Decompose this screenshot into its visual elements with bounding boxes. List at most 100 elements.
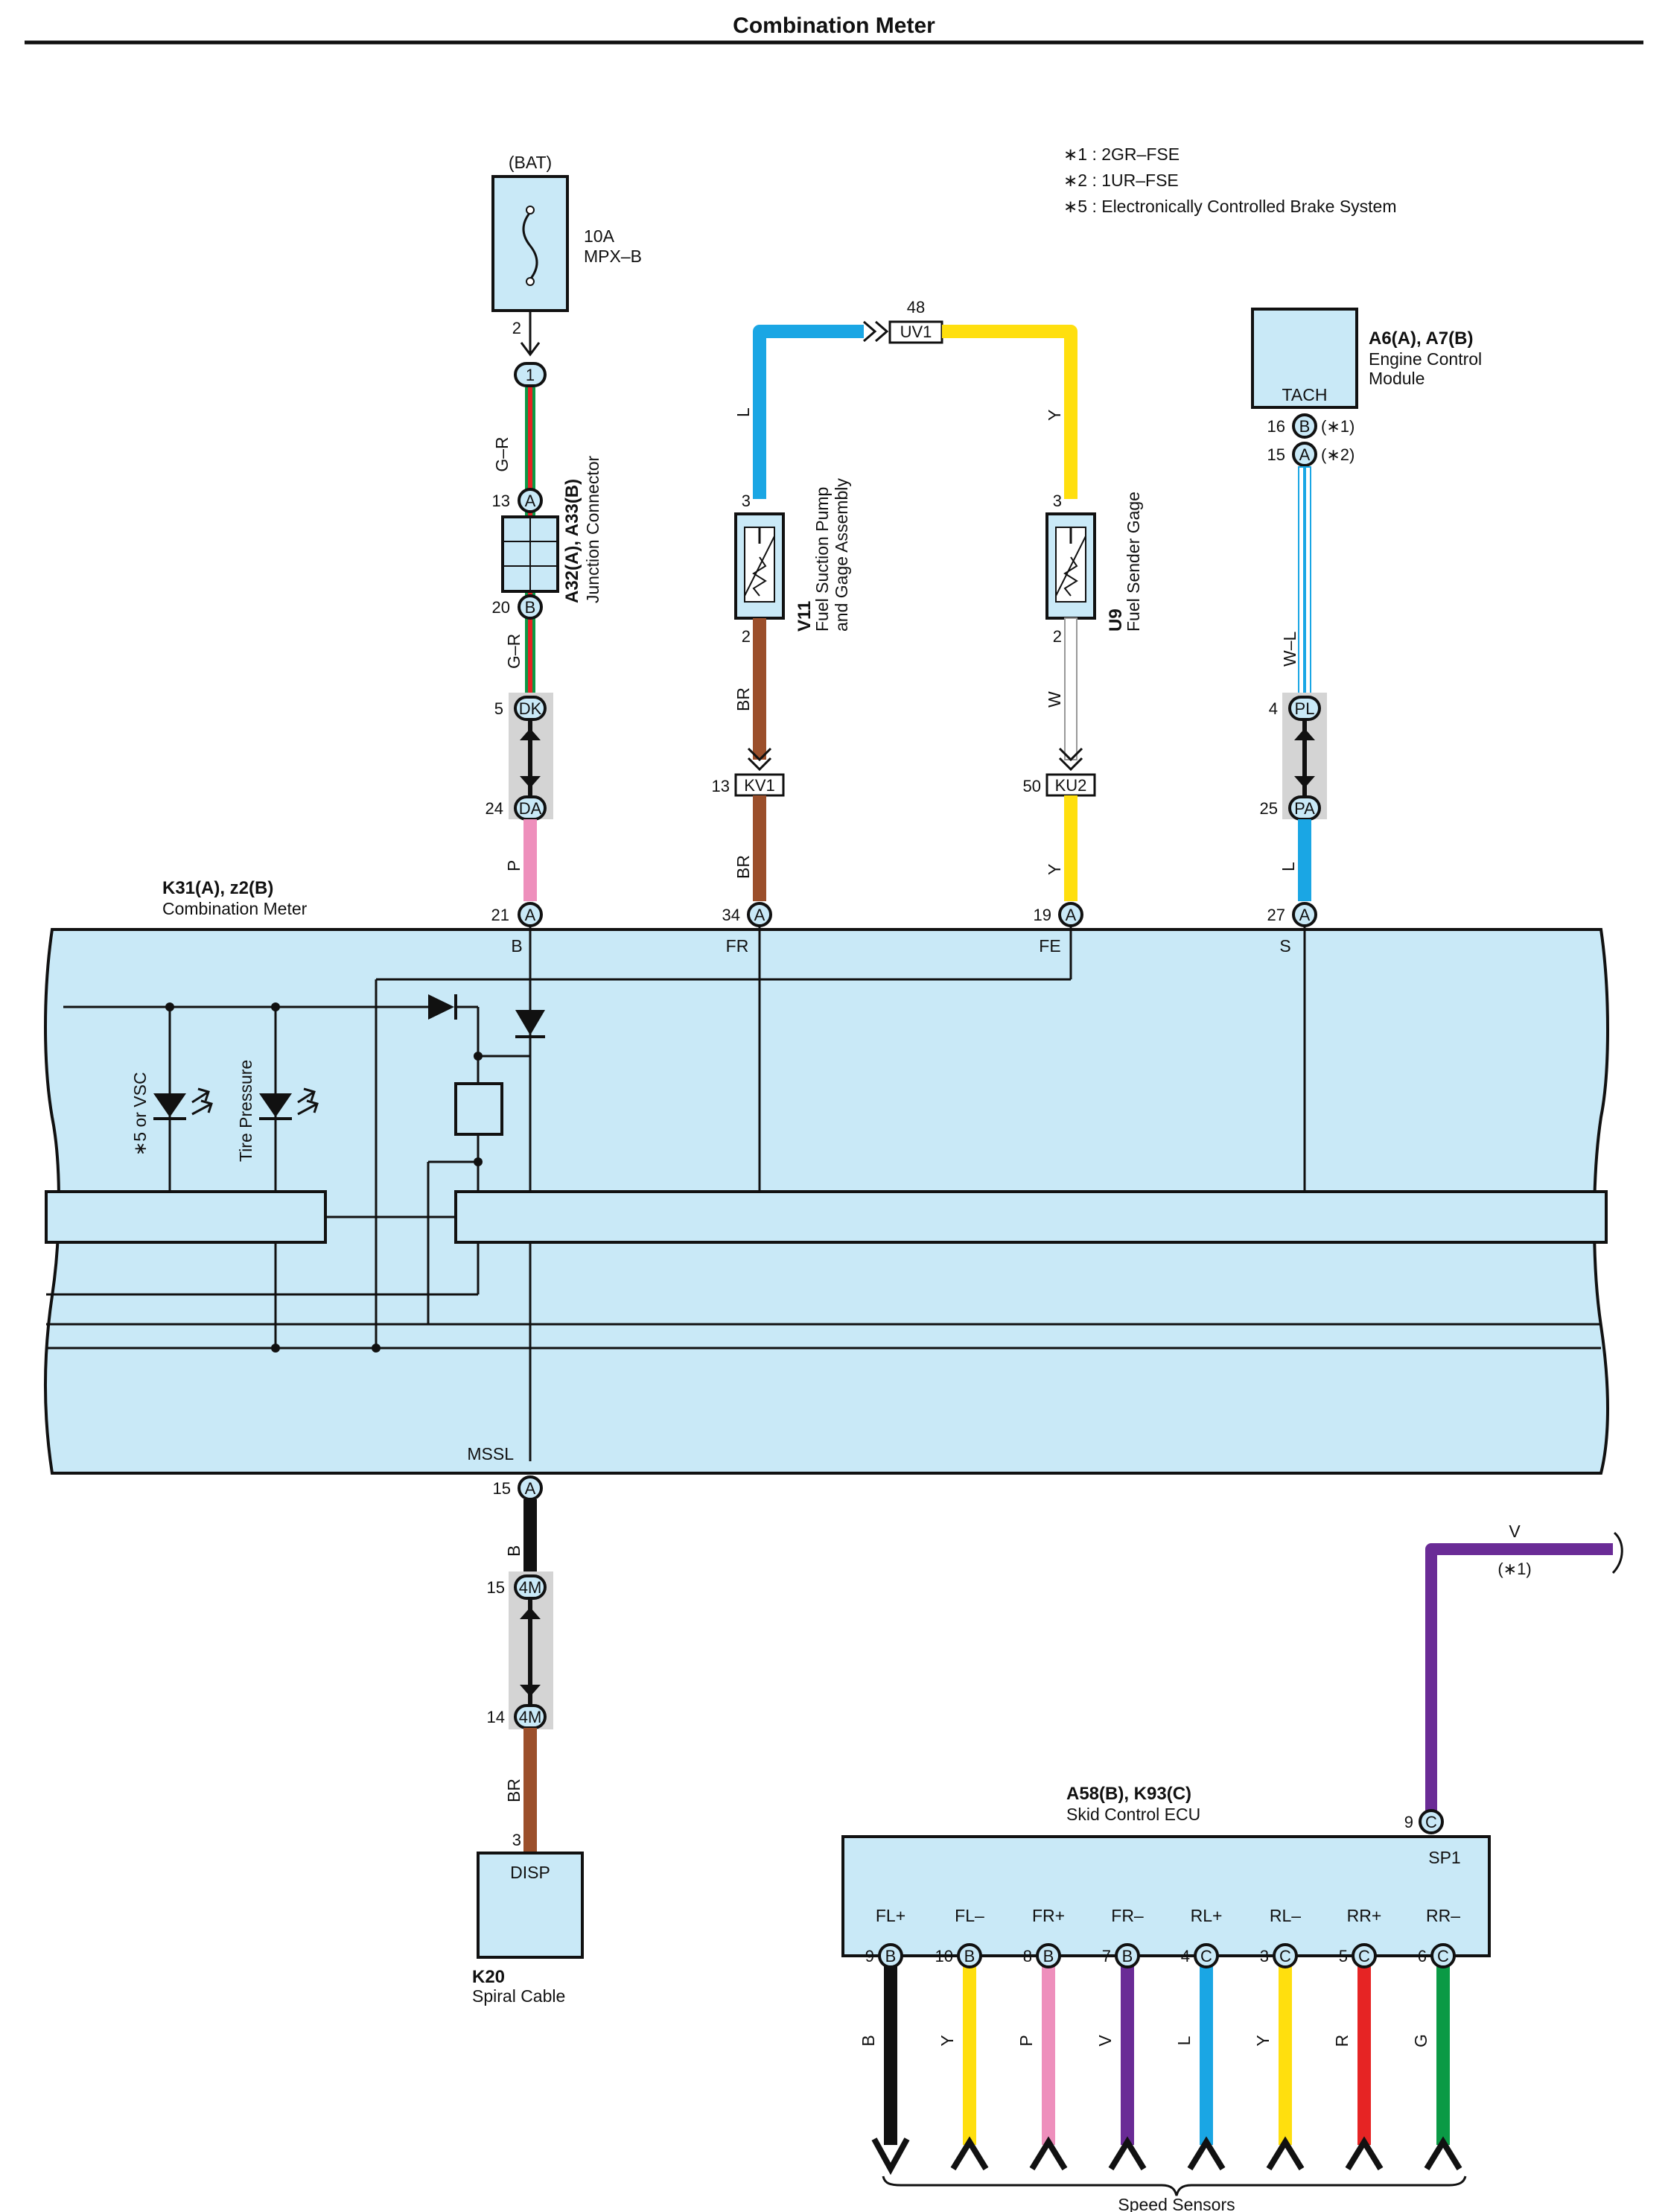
ecm-name2: Module [1369,369,1425,388]
arrow-down-icon [520,1685,541,1697]
fuse-terminal-bottom [526,277,535,286]
fuse-icon [522,212,538,280]
splice-dk-da: DK 5 DA 24 [486,693,553,821]
uv1-name: UV1 [900,322,932,341]
v11-pin-bot: 2 [742,627,751,646]
kv1-arrow-icon [747,757,772,772]
sensor-wire-label: L [1174,2035,1194,2045]
meter-pin-19-conn: A [1066,906,1077,924]
note-2: ∗2 : 1UR–FSE [1063,171,1179,190]
spiral-terminal: DISP [510,1863,550,1882]
meter-pin-19-num: 19 [1034,906,1051,924]
jc-pin-top-circle [518,488,543,513]
sensor-wire [1121,1966,1134,2145]
kv1-name: KV1 [744,776,775,795]
arrow-up-icon [520,1607,541,1619]
splice-4m-conn-bot: 4M [519,1708,542,1726]
sensor-wire-label: P [1016,2035,1036,2046]
skid-term-label: FR– [1111,1906,1144,1925]
kv1-pin: 13 [712,777,730,795]
skid-pin-circle [1194,1943,1219,1968]
sensor-wire [884,1966,897,2145]
wire-label-gr1: G–R [492,436,512,471]
u9-code: U9 [1106,608,1126,632]
wire-label-l-mid: L [1279,862,1298,871]
sensor-wire-label: V [1095,2035,1115,2047]
sensor-wire-label: G [1411,2034,1430,2047]
diode-icon [515,1010,545,1035]
ku2-arrow-icon [1058,757,1083,772]
skid-sp1-pin: 9 [1404,1813,1413,1831]
wire-purple-v [1425,1543,1613,1817]
skid-term-label: RR– [1426,1906,1460,1925]
speed-sensors-label: Speed Sensors [1118,2195,1235,2212]
ecm-conn1: B [1299,417,1311,436]
skid-pin-circle [1115,1943,1140,1968]
skid-pin-conn: C [1279,1947,1291,1965]
skid-term-label: RR+ [1347,1906,1382,1925]
v11-fuel-pump-gage: 3 2 V11 Fuel Suction Pump and Gage Assem… [734,478,851,646]
wire-w-l [1298,466,1311,695]
led2-label: Tire Pressure [236,1060,255,1162]
fuse-box [491,175,569,312]
u9-pin-bot: 2 [1053,627,1062,646]
splice-pl-pin-bot: 25 [1260,799,1278,818]
jc-name: Junction Connector [583,455,602,603]
led-icon [153,1093,186,1117]
meter-pin-27-num: 27 [1267,906,1285,924]
wire-label-l-top: L [733,407,753,417]
skid-pin-conn: B [964,1947,975,1965]
skid-pin-conn: C [1437,1947,1449,1965]
fuse-pin: 2 [512,319,521,337]
splice-4m-pin-top: 15 [487,1578,505,1597]
sensor-wire [1042,1966,1055,2145]
wire-label-v-sp: V [1509,1522,1521,1541]
led-icon [259,1093,292,1117]
ecm-note2: (∗2) [1321,445,1355,464]
wire-label-b-bot: B [504,1545,523,1557]
skid-pin-conn: B [1122,1947,1133,1965]
jc-conn-top: A [525,492,536,510]
meter-pin-21: A 21 B [491,902,543,956]
ku2-name: KU2 [1055,776,1087,795]
skid-pin-conn: B [885,1947,897,1965]
wire-pink [523,819,537,901]
skid-pin-num: 7 [1102,1947,1111,1965]
wire-break-icon [1611,1531,1623,1574]
v11-name1: Fuel Suction Pump [812,487,832,632]
v11-pin-top: 3 [742,492,751,510]
wire-label-br-top: BR [733,687,753,711]
v11-name2: and Gage Assembly [832,478,851,632]
arrow-down-icon [1294,776,1315,788]
wire-blue-l [753,325,864,499]
sensor-wire-label: Y [1253,2035,1273,2046]
sensor-wire-label: B [859,2035,878,2046]
note-1: ∗1 : 2GR–FSE [1063,144,1180,164]
wire-label-br-bot: BR [504,1779,523,1802]
splice-dk-pin-bot: 24 [486,799,503,818]
splice-pl-pin-top: 4 [1269,699,1278,718]
u9-pin-top: 3 [1053,492,1062,510]
connector-1-label: 1 [526,366,535,384]
uv1-arrow-icon [863,320,877,343]
jc-pin-bot: 20 [492,598,510,617]
skid-pin-circle [1352,1943,1377,1968]
skid-name: Skid Control ECU [1066,1805,1200,1824]
skid-pin-num: 8 [1023,1947,1032,1965]
engine-control-module: TACH A6(A), A7(B) Engine Control Module … [1251,308,1482,467]
fuse-name: MPX–B [584,247,642,266]
skid-pin-num: 9 [865,1947,874,1965]
u9-fuel-sender-gage: 3 2 U9 Fuel Sender Gage [1045,492,1143,646]
diode-icon [428,994,454,1020]
meter-pin-21-num: 21 [491,906,509,924]
meter-pin-27-conn: A [1299,906,1311,924]
skid-pin-num: 6 [1418,1947,1427,1965]
jc-code: A32(A), A33(B) [562,479,582,603]
arrow-up-icon [1424,2136,1462,2171]
skid-term-label: FL– [955,1906,984,1925]
wire-black-b [523,1499,537,1587]
fuse-mpx-b: (BAT) 10A MPX–B 2 [491,153,642,357]
sensor-wire [1279,1966,1292,2145]
wire-yellow-y [942,325,1077,499]
